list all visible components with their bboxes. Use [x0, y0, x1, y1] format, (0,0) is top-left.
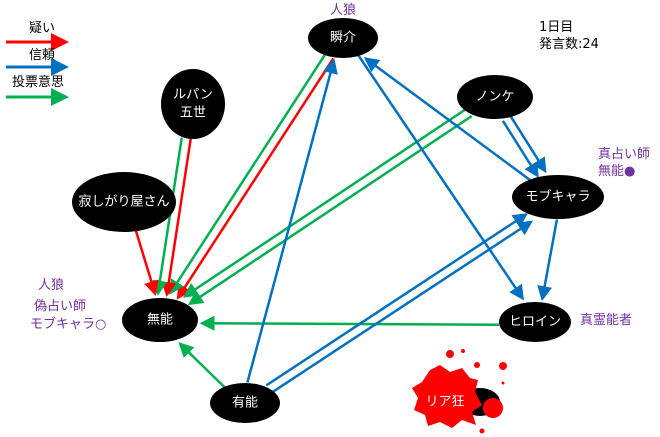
- edge-trust-yuunou-to-shunsuke: [246, 58, 338, 383]
- edge-suspect-sabishi-to-munou: [134, 230, 159, 297]
- node-riakyou: リア狂: [425, 395, 464, 410]
- node-ellipse: [72, 172, 176, 232]
- role-label-mob-1: 真占い師: [598, 147, 651, 162]
- node-ellipse: [122, 298, 198, 342]
- node-label: ノンケ: [475, 90, 514, 105]
- role-label-munou-2: 偽占い師: [34, 299, 87, 314]
- node-mob: モブキャラ: [512, 175, 604, 219]
- edge-suspect-lupin-to-munou: [161, 138, 192, 298]
- edge-trust-yuunou-to-mob: [270, 220, 534, 394]
- edge-vote-shunsuke-to-munou: [169, 52, 327, 295]
- node-yuunou: 有能: [210, 383, 280, 423]
- edge-trust-nonke-to-mob: [509, 115, 547, 174]
- edge-vote-heroine-to-munou: [199, 315, 499, 331]
- legend-label-suspect: 疑い: [29, 21, 56, 36]
- node-label: 寂しがり屋さん: [78, 194, 169, 210]
- edge-trust-shunsuke-to-heroine: [357, 54, 524, 301]
- edge-vote-yuunou-to-munou: [178, 342, 227, 389]
- edge-vote-nonke-to-munou: [187, 115, 473, 306]
- edge-trust-mob-to-shunsuke: [363, 57, 532, 182]
- node-ellipse: [161, 69, 225, 139]
- blood-splatter: [412, 349, 507, 434]
- role-label-shunsuke: 人狼: [330, 3, 357, 18]
- node-heroine: ヒロイン: [499, 302, 571, 342]
- legend-label-trust: 信頼: [29, 48, 56, 63]
- role-label-heroine: 真霊能者: [580, 313, 633, 328]
- node-ellipse: [499, 302, 571, 342]
- node-ellipse: [512, 175, 604, 219]
- node-ellipse: [210, 383, 280, 423]
- role-label-mob-2: 無能●: [598, 164, 636, 179]
- node-nonke: ノンケ: [457, 75, 533, 119]
- node-label: ヒロイン: [509, 315, 561, 330]
- day-label: 1日目: [539, 20, 574, 35]
- node-label: 無能: [147, 313, 173, 328]
- legend-label-vote: 投票意思: [12, 75, 65, 90]
- node-ellipse: [308, 18, 378, 58]
- edge-trust-nonke-to-mob: [501, 120, 539, 178]
- node-munou: 無能: [122, 298, 198, 342]
- node-label: モブキャラ: [525, 189, 590, 205]
- edge-trust-mob-to-heroine: [537, 219, 559, 302]
- node-ellipse: [457, 75, 533, 119]
- role-label-munou-1: 人狼: [38, 278, 65, 293]
- edge-suspect-shunsuke-to-munou: [176, 57, 335, 300]
- edge-vote-nonke-to-munou: [182, 107, 468, 298]
- node-label: 有能: [232, 396, 258, 411]
- node-label: ルパン: [173, 88, 213, 103]
- post-count: 発言数:24: [539, 37, 599, 52]
- node-label: リア狂: [425, 395, 464, 410]
- node-label: 瞬介: [330, 31, 356, 46]
- node-sabishi: 寂しがり屋さん: [72, 172, 176, 232]
- role-label-munou-3: モブキャラ○: [30, 317, 107, 332]
- node-shunsuke: 瞬介: [308, 18, 378, 58]
- edge-trust-yuunou-to-mob: [265, 213, 529, 387]
- node-label: 五世: [180, 106, 206, 121]
